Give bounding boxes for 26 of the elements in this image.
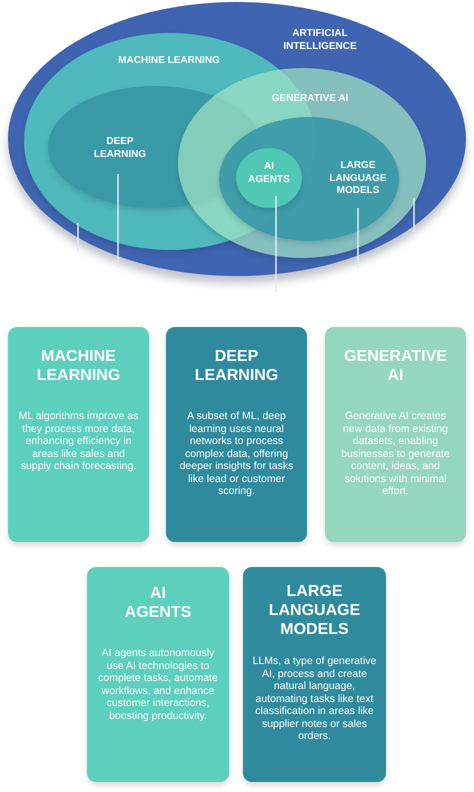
leader-line (413, 198, 415, 232)
region-label: DEEP LEARNING (92, 136, 148, 161)
region-label: AI AGENTS (247, 161, 291, 186)
info-card (325, 327, 466, 542)
card-description: Generative AI creates new data from existing datasets, enabling businesses to generate content, ideas, and solutions with minimal effort. (340, 410, 451, 498)
info-card (166, 327, 307, 542)
card-description: LLMs, a type of generative AI, process and create natural language, automating tasks like text classification in areas like supplier notes or sales orders. (252, 655, 378, 742)
leader-line (275, 196, 277, 292)
region-label: ARTIFICIAL INTELLIGENCE (282, 28, 358, 53)
region-label: GENERATIVE AI (270, 93, 350, 106)
card-description: A subset of ML, deep learning uses neural networks to process complex data, offering deeper insights for tasks like lead or customer scoring. (178, 410, 294, 498)
card-title: AI AGENTS (124, 584, 192, 622)
card-title: GENERATIVE AI (343, 347, 448, 385)
info-card (87, 567, 229, 782)
leader-line (77, 223, 79, 252)
leader-line (357, 208, 359, 268)
card-title: MACHINE LEARNING (36, 347, 122, 385)
info-card (8, 327, 149, 542)
card-title: DEEP LEARNING (194, 347, 280, 385)
info-card (243, 567, 386, 782)
card-description: ML algorithms improve as they process more data, enhancing efficiency in areas like sales and supply chain forecasting. (18, 410, 140, 472)
leader-line (117, 174, 119, 268)
card-title: LARGE LANGUAGE MODELS (268, 582, 362, 639)
region-label: MACHINE LEARNING (117, 55, 221, 68)
region-label: LARGE LANGUAGE MODELS (328, 160, 388, 198)
card-description: AI agents autonomously use AI technologies to complete tasks, automate workflows, and enhance customer interactions, boosting productivity. (97, 647, 219, 722)
